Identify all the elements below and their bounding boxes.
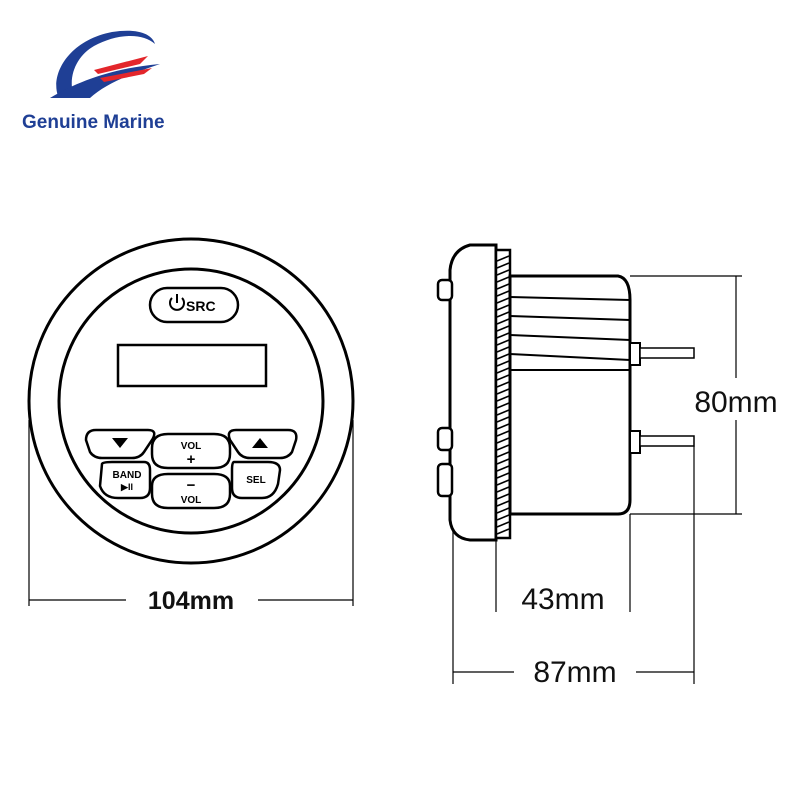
body-depth-label: 43mm <box>521 583 604 616</box>
sel-label: SEL <box>246 475 265 486</box>
vol-up-label: VOL <box>181 441 202 452</box>
power-icon <box>169 294 185 311</box>
knob-middle <box>436 426 454 452</box>
knob-top <box>436 278 454 302</box>
logo-mark-icon <box>50 30 160 98</box>
gasket-hatching <box>496 255 510 535</box>
body-depth-dimension: 43mm <box>495 514 631 616</box>
width-dimension: 104mm <box>28 420 354 615</box>
mounting-stud-top <box>629 342 695 366</box>
src-label: SRC <box>186 298 216 314</box>
plus-icon: + <box>187 451 196 468</box>
src-button[interactable]: SRC <box>148 286 240 324</box>
up-arrow-icon <box>252 438 268 448</box>
down-button[interactable] <box>84 428 156 460</box>
sel-button[interactable]: SEL <box>230 460 282 500</box>
width-dimension-label: 104mm <box>148 587 234 615</box>
band-label: BAND <box>113 470 142 481</box>
play-pause-icon: ▶II <box>120 482 133 492</box>
height-dimension-label: 80mm <box>694 386 777 419</box>
vol-up-button[interactable]: VOL + <box>150 432 232 470</box>
mounting-stud-bottom <box>629 430 695 454</box>
side-view: 80mm 43mm 87mm <box>436 243 778 689</box>
rear-body <box>508 274 632 516</box>
body-fins <box>509 296 631 371</box>
brand-name: Genuine Marine <box>22 112 165 133</box>
total-depth-dimension: 87mm <box>452 446 695 689</box>
vol-down-label: VOL <box>181 495 202 506</box>
band-button[interactable]: BAND ▶II <box>98 460 152 500</box>
vol-down-button[interactable]: − VOL <box>150 472 232 510</box>
down-arrow-icon <box>112 438 128 448</box>
front-view: SRC VOL + − VOL BAND ▶II <box>27 237 355 615</box>
total-depth-label: 87mm <box>533 656 616 689</box>
up-button[interactable] <box>227 428 298 460</box>
height-dimension: 80mm <box>630 275 778 515</box>
faceplate-profile <box>448 243 498 542</box>
brand-logo <box>20 18 180 138</box>
lcd-display <box>116 343 268 388</box>
minus-icon: − <box>187 477 196 494</box>
knob-bottom <box>436 462 454 498</box>
